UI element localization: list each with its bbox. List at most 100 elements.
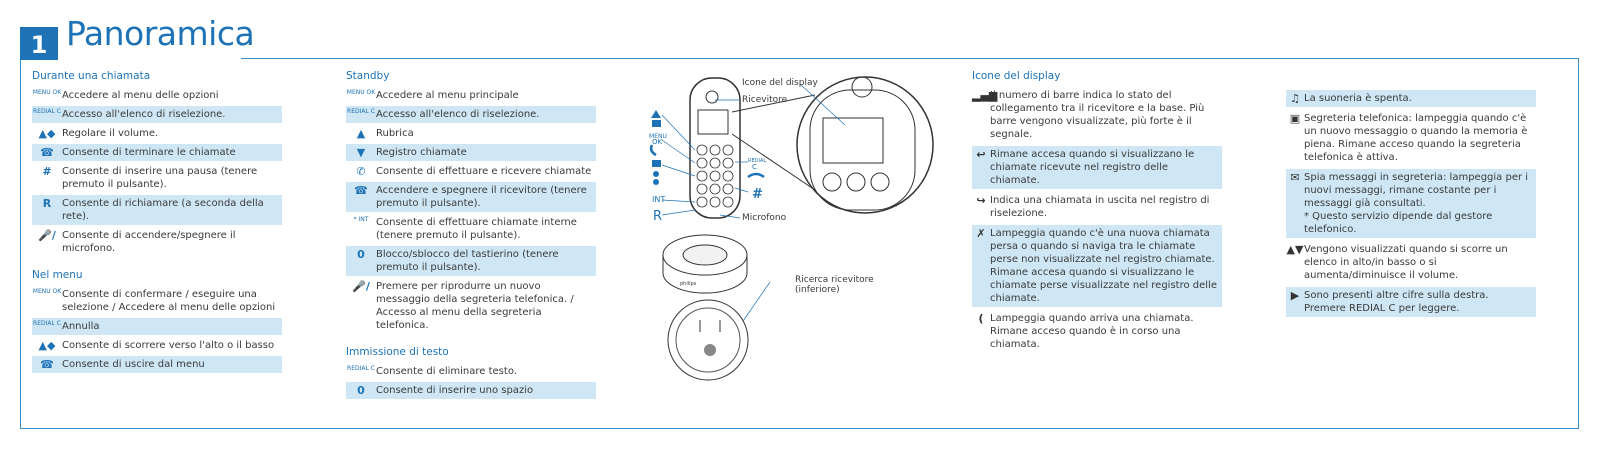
list-item-text: Consente di accendere/spegnere il microf… bbox=[62, 230, 236, 254]
list-item-text: Segreteria telefonica: lampeggia quando … bbox=[1304, 113, 1528, 163]
list-item-text: Registro chiamate bbox=[376, 147, 467, 158]
display-icons-list: ▂▄▆Il numero di barre indica lo stato de… bbox=[972, 87, 1222, 353]
list-item-text: Consente di confermare / eseguire una se… bbox=[62, 289, 276, 313]
list-item-text: Consente di effettuare chiamate interne … bbox=[376, 217, 577, 241]
hang-up-key-icon bbox=[747, 172, 765, 179]
list-item-text: Accesso all'elenco di riselezione. bbox=[62, 109, 226, 120]
space-icon: 0 bbox=[357, 384, 365, 397]
list-item-text: Sono presenti altre cifre sulla destra. … bbox=[1304, 290, 1489, 314]
list-item: # Consente di inserire una pausa (tenere … bbox=[32, 163, 282, 193]
key-int-label: INT bbox=[652, 195, 665, 204]
redial-c-icon: REDIAL C bbox=[33, 320, 61, 327]
list-item: ▲ Rubrica bbox=[346, 125, 596, 142]
list-item: ↩Rimane accesa quando si visualizzano le… bbox=[972, 146, 1222, 189]
column-display-icons: Icone del display ▂▄▆Il numero di barre … bbox=[972, 70, 1222, 356]
key-redial-label: REDIAL bbox=[748, 158, 766, 164]
list-item: ♫La suoneria è spenta. bbox=[1286, 90, 1536, 107]
more-digits-icon: ▶ bbox=[1290, 289, 1300, 302]
list-item-text: Accesso all'elenco di riselezione. bbox=[376, 109, 540, 120]
mute-icon: 🎤/ bbox=[38, 229, 56, 242]
star-int-icon: * INT bbox=[353, 216, 369, 223]
list-item: ▣Segreteria telefonica: lampeggia quando… bbox=[1286, 110, 1536, 166]
hang-up-icon: ☎ bbox=[354, 184, 368, 197]
redial-c-icon: REDIAL C bbox=[347, 365, 375, 372]
hang-up-icon: ☎ bbox=[40, 146, 54, 159]
section-number: 1 bbox=[20, 27, 58, 60]
missed-call-icon: ✗ bbox=[976, 227, 986, 240]
phone-diagram: MENU OK INT R REDIAL C # philips bbox=[640, 70, 940, 390]
list-item-text: Regolare il volume. bbox=[62, 128, 159, 139]
list-item-text: Spia messaggi in segreteria: lampeggia p… bbox=[1304, 172, 1529, 235]
key-hash-label: # bbox=[752, 187, 763, 202]
phone-illustration: MENU OK INT R REDIAL C # philips bbox=[649, 76, 934, 381]
list-item: ▲◆ Consente di scorrere verso l'alto o il… bbox=[32, 337, 282, 354]
list-item: * INT Consente di effettuare chiamate int… bbox=[346, 214, 596, 244]
menu-ok-icon: MENU OK bbox=[32, 288, 62, 295]
phonebook-icon: ▲ bbox=[356, 127, 366, 140]
answering-machine-icon: ▣ bbox=[1289, 112, 1301, 125]
list-item-text: Consente di inserire una pausa (tenere p… bbox=[62, 166, 258, 190]
label-receiver: Ricevitore bbox=[742, 95, 788, 105]
list-item-text: Consente di terminare le chiamate bbox=[62, 147, 236, 158]
ringer-off-icon: ♫ bbox=[1290, 92, 1300, 105]
list-item-text: Accedere al menu delle opzioni bbox=[62, 90, 219, 101]
signal-bars-icon: ▂▄▆ bbox=[972, 89, 998, 102]
list-item-text: Consente di scorrere verso l'alto o il b… bbox=[62, 340, 275, 351]
talk-icon: ✆ bbox=[356, 165, 366, 178]
hang-up-icon: ☎ bbox=[40, 358, 54, 371]
page-frame bbox=[20, 58, 1579, 429]
list-item: ▼ Registro chiamate bbox=[346, 144, 596, 161]
list-item-text: Il numero di barre indica lo stato del c… bbox=[990, 90, 1205, 140]
scroll-icon: ▲◆ bbox=[38, 339, 56, 352]
redial-c-icon: REDIAL C bbox=[33, 108, 61, 115]
list-item: ↪ Indica una chiamata in uscita nel regis… bbox=[972, 192, 1222, 222]
list-item: ▶ Sono presenti altre cifre sulla destra.… bbox=[1286, 287, 1536, 317]
base-brand: philips bbox=[680, 281, 697, 287]
label-microphone: Microfono bbox=[742, 213, 787, 223]
label-pager-sub: (inferiore) bbox=[795, 285, 840, 295]
call-log-icon: ▼ bbox=[356, 146, 366, 159]
list-item-text: Annulla bbox=[62, 321, 100, 332]
outgoing-call-icon: ↪ bbox=[976, 194, 986, 207]
column-display-icons-continued: ♫La suoneria è spenta. ▣Segreteria telefo… bbox=[1286, 90, 1536, 320]
list-item: ☎Consente di uscire dal menu bbox=[32, 356, 282, 373]
list-item-text: Premere per riprodurre un nuovo messaggi… bbox=[376, 281, 574, 331]
page-title: Panoramica bbox=[66, 14, 255, 53]
list-item: ☎ Consente di terminare le chiamate bbox=[32, 144, 282, 161]
list-item-text: Consente di richiamare (a seconda della … bbox=[62, 198, 264, 222]
label-pager: Ricerca ricevitore bbox=[795, 275, 874, 285]
hash-icon: # bbox=[42, 165, 52, 178]
list-item: 🎤/ Consente di accendere/spegnere il micr… bbox=[32, 227, 282, 257]
list-item-text: Lampeggia quando c'è una nuova chiamata … bbox=[990, 228, 1217, 304]
list-item-text: Lampeggia quando arriva una chiamata. Ri… bbox=[990, 313, 1194, 350]
list-item-text: Rubrica bbox=[376, 128, 414, 139]
list-item-text: Consente di eliminare testo. bbox=[376, 366, 517, 377]
list-item: ✆ Consente di effettuare e ricevere chiam… bbox=[346, 163, 596, 180]
up-down-icon: ▲▼ bbox=[1286, 243, 1304, 256]
section-heading-in-menu: Nel menu bbox=[32, 269, 83, 281]
section-heading-standby: Standby bbox=[346, 70, 390, 82]
list-item: ▂▄▆Il numero di barre indica lo stato de… bbox=[972, 87, 1222, 143]
section-heading-text-entry: Immissione di testo bbox=[346, 346, 449, 358]
label-display-icons: Icone del display bbox=[742, 78, 818, 88]
menu-ok-icon: MENU OK bbox=[32, 89, 62, 96]
keylock-icon: 0 bbox=[357, 248, 365, 261]
key-r-label: R bbox=[653, 209, 662, 224]
key-c-label: C bbox=[752, 163, 757, 171]
list-item-text: Indica una chiamata in uscita nel regist… bbox=[990, 195, 1210, 219]
section-heading-display-icons: Icone del display bbox=[972, 70, 1061, 82]
mute-icon: 🎤/ bbox=[352, 280, 370, 293]
list-item-text: Consente di effettuare e ricevere chiama… bbox=[376, 166, 592, 177]
